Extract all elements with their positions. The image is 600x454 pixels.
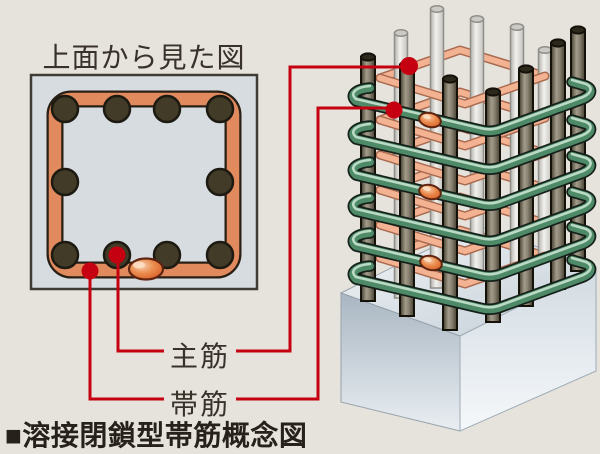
- section-weld-joint: [127, 257, 165, 281]
- callout-line-main-rebar-right: [236, 65, 405, 353]
- callout-lines: [81, 57, 418, 401]
- top-view-title: 上面から見た図: [42, 42, 246, 73]
- cross-section-panel: [29, 73, 259, 291]
- callout-dot-main-rebar-3d: [400, 57, 418, 75]
- column-3d-illustration: [339, 4, 598, 432]
- hoop-weld-joints: [418, 111, 443, 272]
- label-hoop-rebar: 帯筋: [169, 389, 230, 420]
- callout-line-main-rebar-left: [116, 257, 164, 353]
- callout-dot-main-rebar-section: [108, 246, 126, 264]
- callout-line-hoop-left: [88, 274, 164, 401]
- label-main-rebar: 主筋: [169, 341, 230, 372]
- callout-line-hoop-right: [236, 106, 391, 401]
- callout-dot-hoop-3d: [385, 101, 403, 119]
- callout-dot-hoop-section: [81, 262, 99, 280]
- section-rebar-dots: [50, 94, 235, 270]
- figure-caption: ■溶接閉鎖型帯筋概念図: [5, 420, 308, 451]
